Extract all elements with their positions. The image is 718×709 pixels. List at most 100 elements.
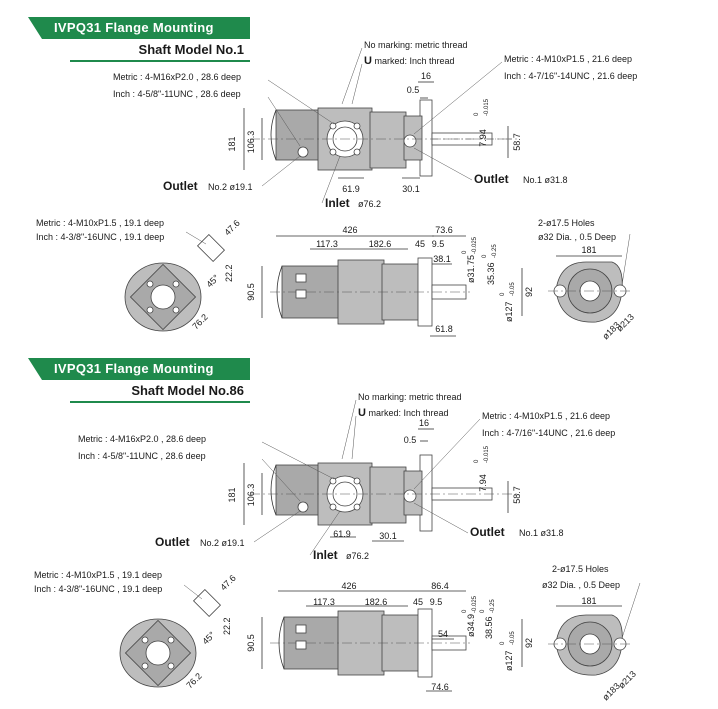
dim-0-5: 0.5 [407,85,420,95]
dim-61-9: 61.9 [342,184,360,194]
drawing-shaft-model-1: 181 106.3 61.9 30.1 16 0.5 7.94 0 -0.015… [36,40,637,341]
dim-117-3: 117.3 [316,239,338,249]
label-inlet: Inlet [325,196,350,210]
dim-127: ø127 [504,650,514,671]
label-inlet-spec: ø76.2 [346,551,369,561]
note-port2-metric: Metric : 4-M16xP2.0 , 28.6 deep [78,434,206,444]
note-inlet-flange-inch: Inch : 4-3/8"-16UNC , 19.1 deep [34,584,162,594]
note-port2-inch: Inch : 4-5/8"-11UNC , 28.6 deep [78,451,206,461]
section-subtitle: Shaft Model No.86 [131,383,244,398]
note-port1-inch: Inch : 4-7/16"-14UNC , 21.6 deep [482,428,615,438]
note-u-marked: marked: Inch thread [372,56,455,66]
dim-92: 92 [524,287,534,297]
dim-22-2: 22.2 [224,264,234,282]
note-holes: 2-ø17.5 Holes [552,564,609,574]
dim-34-9: ø34.9 [466,614,476,637]
dim-30-1: 30.1 [379,531,397,541]
note-inlet-flange-inch: Inch : 4-3/8"-16UNC , 19.1 deep [36,232,164,242]
label-inlet-spec: ø76.2 [358,199,381,209]
notes-top: No marking: metric thread U marked: Inch… [113,40,637,210]
dim-35-36-tol-lo: -0.25 [492,244,498,258]
banner-title: IVPQ31 Flange Mounting [54,361,214,376]
dim-30-1: 30.1 [402,184,420,194]
dim-31-75-tol-hi: 0 [462,250,468,254]
svg-text:U marked: Inch thread: U marked: Inch thread [358,407,449,419]
dims-side-view: 181 106.3 61.9 30.1 16 0.5 7.94 0 -0.015… [227,418,522,542]
section-subtitle: Shaft Model No.1 [138,42,244,57]
dim-127-tol-lo: -0.05 [510,631,516,645]
label-outlet-1-spec: No.1 ø31.8 [519,528,564,538]
dims-side-view: 181 106.3 61.9 30.1 16 0.5 7.94 0 -0.015… [227,71,522,194]
label-outlet-1: Outlet [470,525,505,539]
dim-38-56: 38.56 [484,616,494,639]
pump-front-view: 426 73.6 117.3 182.6 45 9.5 38.1 90.5 61… [246,225,534,337]
note-holes-spot: ø32 Dia. , 0.5 Deep [542,580,620,590]
label-outlet-2-spec: No.2 ø19.1 [200,538,245,548]
dim-73-6: 73.6 [435,225,453,235]
note-port1-metric: Metric : 4-M10xP1.5 , 21.6 deep [504,54,632,64]
dim-90-5: 90.5 [246,283,256,301]
label-outlet-2: Outlet [163,179,198,193]
dim-127-tol-lo: -0.05 [510,282,516,296]
dim-7-94: 7.94 [478,474,488,492]
dim-31-75-tol-lo: -0.025 [472,236,478,254]
note-holes-spot: ø32 Dia. , 0.5 Deep [538,232,616,242]
dim-45: 45 [415,239,425,249]
dim-38-1: 38.1 [433,254,451,264]
flange-end-view: 2-ø17.5 Holes ø32 Dia. , 0.5 Deep 181 ø2… [538,218,636,341]
dim-92: 92 [524,638,534,648]
pump-side-view [250,99,520,177]
dim-181b: 181 [581,596,596,606]
note-port1-metric: Metric : 4-M10xP1.5 , 21.6 deep [482,411,610,421]
dim-106-3: 106.3 [246,484,256,507]
dim-45-deg: 45° [200,629,217,646]
note-u-letter: U [364,55,372,67]
dim-127-tol-hi: 0 [500,641,506,645]
dim-86-4: 86.4 [431,581,449,591]
dim-90-5: 90.5 [246,634,256,652]
note-port2-inch: Inch : 4-5/8"-11UNC , 28.6 deep [113,89,241,99]
section-shaft-model-1: IVPQ31 Flange Mounting Shaft Model No.1 [28,17,637,341]
notes-top: No marking: metric thread U marked: Inch… [78,392,615,562]
dim-426: 426 [342,225,357,235]
dim-58-7: 58.7 [512,486,522,504]
label-inlet: Inlet [313,548,338,562]
dim-38-56-tol-hi: 0 [480,609,486,613]
label-outlet-1-spec: No.1 ø31.8 [523,175,568,185]
inlet-flange-view: Metric : 4-M10xP1.5 , 19.1 deep Inch : 4… [36,218,242,331]
pump-front-view: 426 86.4 117.3 182.6 45 9.5 54 90.5 74.6… [246,581,534,692]
dim-16: 16 [421,71,431,81]
note-port1-inch: Inch : 4-7/16"-14UNC , 21.6 deep [504,71,637,81]
dim-7-94: 7.94 [478,129,488,147]
dim-38-56-tol-lo: -0.25 [490,599,496,613]
dim-117-3: 117.3 [313,597,335,607]
svg-text:U marked: Inch thread: U marked: Inch thread [364,55,455,67]
dim-47-6: 47.6 [222,218,241,237]
dim-31-75: ø31.75 [466,255,476,283]
dim-54: 54 [438,629,448,639]
inlet-flange-view: Metric : 4-M10xP1.5 , 19.1 deep Inch : 4… [34,570,238,690]
note-inlet-flange-metric: Metric : 4-M10xP1.5 , 19.1 deep [34,570,162,580]
dim-34-9-tol-lo: -0.025 [472,595,478,613]
section-subtitle-bar: Shaft Model No.86 [70,381,250,403]
dim-34-9-tol-hi: 0 [462,609,468,613]
dim-127: ø127 [504,301,514,322]
dim-106-3: 106.3 [246,131,256,154]
dim-9-5: 9.5 [430,597,443,607]
dim-61-8: 61.8 [435,324,453,334]
note-no-marking: No marking: metric thread [358,392,462,402]
dim-127-tol-hi: 0 [500,292,506,296]
note-inlet-flange-metric: Metric : 4-M10xP1.5 , 19.1 deep [36,218,164,228]
drawing-shaft-model-86: 181 106.3 61.9 30.1 16 0.5 7.94 0 -0.015… [34,392,641,702]
dim-45-deg: 45° [204,272,221,289]
label-outlet-1: Outlet [474,172,509,186]
dim-22-2: 22.2 [222,617,232,635]
banner-title: IVPQ31 Flange Mounting [54,20,214,35]
dim-0-5: 0.5 [404,435,417,445]
label-outlet-2-spec: No.2 ø19.1 [208,182,253,192]
dim-7-94-tol-lo: -0.015 [484,445,490,463]
dim-58-7: 58.7 [512,133,522,151]
note-u-marked: marked: Inch thread [366,408,449,418]
dim-181b: 181 [581,245,596,255]
dim-35-36: 35.36 [486,262,496,285]
